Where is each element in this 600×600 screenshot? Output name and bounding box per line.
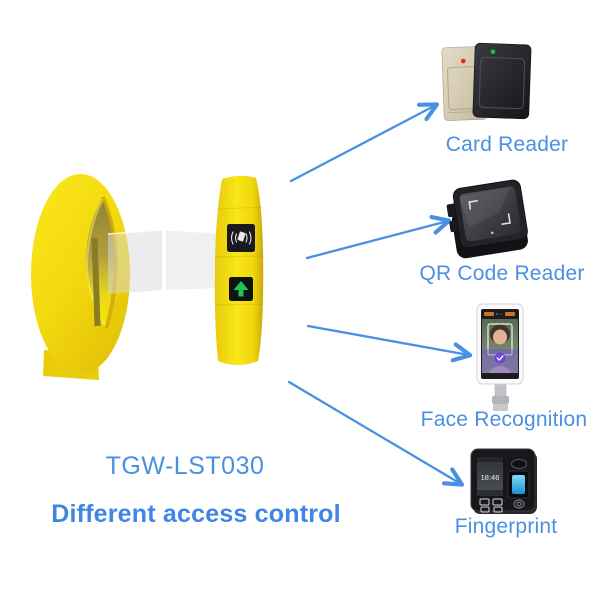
- rfid-card-wave-icon: [227, 224, 255, 252]
- fingerprint-screen-time: 18:46: [481, 473, 500, 482]
- arrow-to-face-recognition: [306, 324, 473, 363]
- label-card-reader: Card Reader: [445, 133, 569, 156]
- turnstile-pillar: [214, 175, 264, 365]
- label-face-recognition: Face Recognition: [420, 408, 588, 431]
- qr-code-reader-illustration: [446, 179, 528, 259]
- label-fingerprint: Fingerprint: [454, 515, 558, 538]
- turnstile-inner-post: [91, 237, 101, 327]
- arrow-to-card-reader: [289, 102, 440, 183]
- pointer-arrows: [287, 102, 473, 487]
- fingerprint-keypad-icons: [479, 498, 503, 513]
- fingerprint-device-screen: [477, 457, 503, 496]
- face-verified-badge: [494, 352, 506, 364]
- fingerprint-swirl-icon: [513, 499, 525, 509]
- glass-barrier: [107, 229, 219, 294]
- product-tagline: Different access control: [51, 500, 341, 528]
- face-recognition-illustration: [476, 303, 524, 411]
- green-up-arrow-icon: [229, 277, 253, 301]
- fingerprint-illustration: 18:46: [470, 448, 537, 514]
- product-model: TGW-LST030: [105, 452, 265, 480]
- card-reader-illustration: [441, 42, 532, 121]
- turnstile-ring-opening: [85, 197, 116, 328]
- fingerprint-speaker-oval: [511, 459, 527, 469]
- card-reader-green-led: [490, 49, 496, 54]
- arrow-to-fingerprint: [287, 380, 465, 487]
- turnstile-pillar-seams: [215, 206, 264, 306]
- qr-viewfinder-brackets: [468, 199, 511, 225]
- arrow-to-qr-code-reader: [305, 214, 452, 260]
- card-reader-red-led: [460, 58, 466, 64]
- turnstile-illustration: [31, 174, 264, 380]
- label-qr-code-reader: QR Code Reader: [419, 262, 585, 285]
